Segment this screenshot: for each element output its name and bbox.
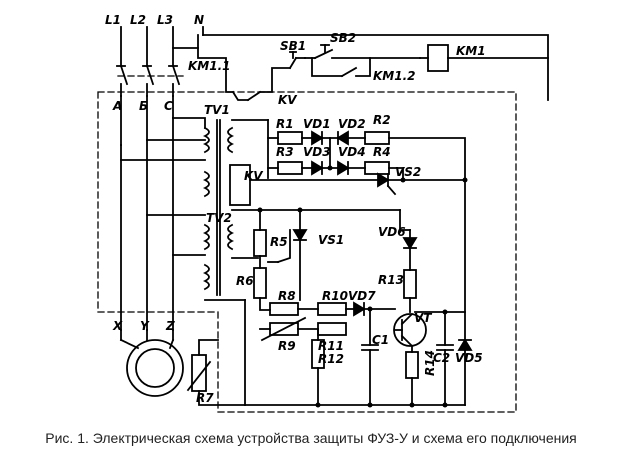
component-labels: L1 L2 L3 N KM1 KM1.1 KM1.2 SB1 SB2 KV A … (105, 13, 486, 405)
label-a: A (112, 99, 122, 113)
label-sb1: SB1 (280, 39, 306, 53)
rectifier-section (249, 119, 468, 196)
label-z: Z (165, 319, 175, 333)
label-r5: R5 (270, 235, 288, 249)
label-n: N (194, 13, 204, 27)
label-c1: C1 (372, 333, 389, 347)
circuit-schematic: L1 L2 L3 N KM1 KM1.1 KM1.2 SB1 SB2 KV A … (97, 13, 549, 413)
label-vd1: VD1 (303, 117, 331, 131)
label-km1-2: KM1.2 (373, 69, 416, 83)
label-r3: R3 (276, 145, 294, 159)
label-vd4: VD4 (338, 145, 366, 159)
device-enclosure (97, 91, 517, 413)
label-tv1: TV1 (204, 103, 230, 117)
label-vd6: VD6 (378, 225, 406, 239)
main-contactor-km1-1 (116, 64, 184, 97)
label-r10: R10 (322, 289, 348, 303)
label-vt: VT (414, 311, 432, 325)
label-r11: R11 (318, 339, 344, 353)
transformers (202, 119, 401, 301)
label-tv2: TV2 (206, 211, 232, 225)
control-electronics (244, 179, 473, 408)
motor-section (119, 329, 246, 406)
label-r1: R1 (276, 117, 294, 131)
label-r2: R2 (373, 113, 391, 127)
label-vd5: VD5 (455, 351, 483, 365)
label-vs1: VS1 (318, 233, 344, 247)
label-r7: R7 (196, 391, 214, 405)
label-r9: R9 (278, 339, 296, 353)
control-circuit (197, 44, 549, 102)
label-l2: L2 (130, 13, 146, 27)
label-vd3: VD3 (303, 145, 331, 159)
label-r14: R14 (423, 350, 437, 376)
label-r6: R6 (236, 274, 254, 288)
label-r8: R8 (278, 289, 296, 303)
label-l1: L1 (105, 13, 121, 27)
label-c: C (164, 99, 173, 113)
label-sb2: SB2 (330, 31, 356, 45)
label-l3: L3 (157, 13, 173, 27)
phase-wiring (120, 95, 206, 331)
label-c2: C2 (433, 351, 450, 365)
label-b: Б (139, 99, 148, 113)
label-vd2: VD2 (338, 117, 366, 131)
figure-caption: Рис. 1. Электрическая схема устройства з… (45, 430, 577, 446)
label-vd7: VD7 (348, 289, 376, 303)
label-vs2: VS2 (395, 165, 421, 179)
label-y: Y (140, 319, 150, 333)
label-kv-coil: KV (244, 169, 264, 183)
label-r12: R12 (318, 352, 344, 366)
label-km1-1: KM1.1 (188, 59, 231, 73)
label-r4: R4 (373, 145, 391, 159)
label-km1: KM1 (456, 44, 486, 58)
label-kv-contact: KV (278, 93, 298, 107)
label-x: X (112, 319, 123, 333)
label-r13: R13 (378, 273, 404, 287)
